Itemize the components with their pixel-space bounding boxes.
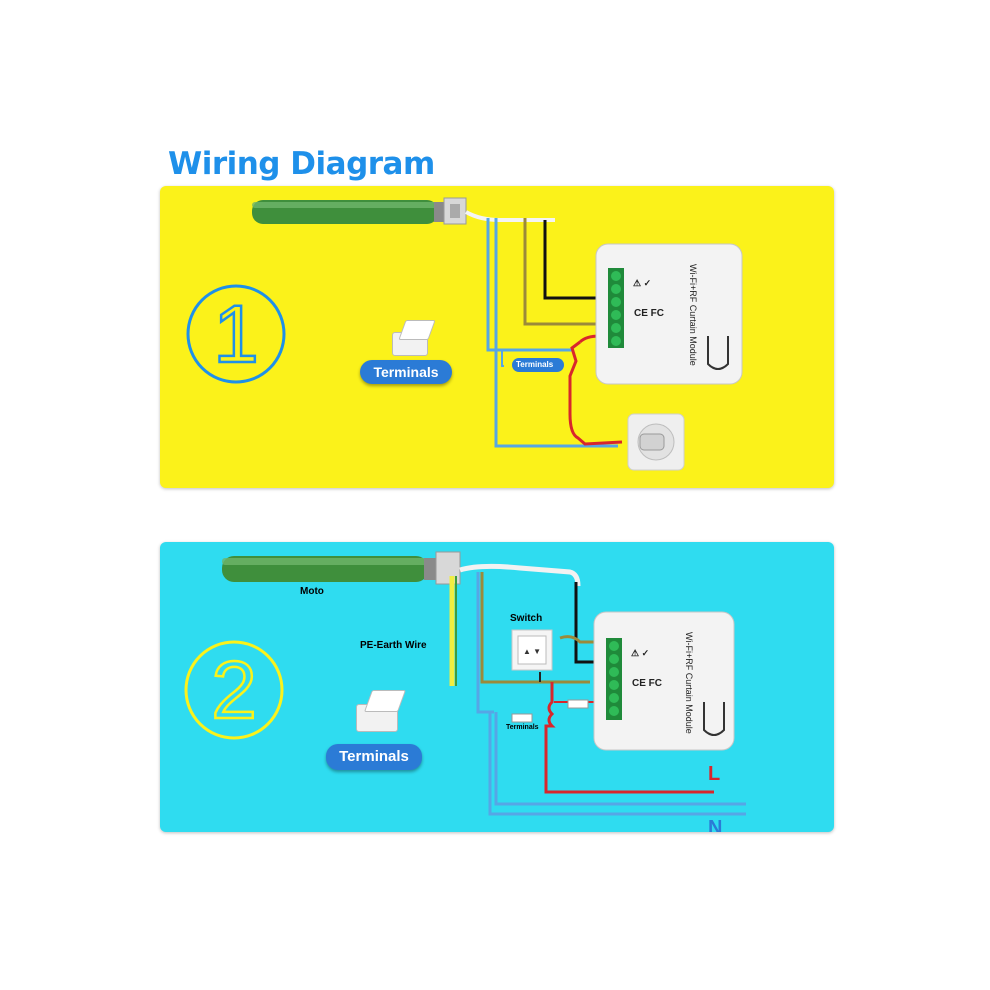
- diagram-title: Wiring Diagram: [168, 146, 435, 182]
- brown-wire: [523, 218, 605, 326]
- wiring-panel-2: 2 ▲ ▼: [160, 542, 834, 832]
- terminals-small-label: Terminals: [516, 360, 554, 369]
- module-label: Wi-Fi+RF Curtain Module: [684, 632, 694, 734]
- terminals-badge-label: Terminals: [373, 364, 439, 380]
- curtain-module: Wi-Fi+RF Curtain Module ⚠ ✓ CE FC: [593, 611, 735, 751]
- curtain-module: Wi-Fi+RF Curtain Module ⚠ ✓ CE FC: [595, 243, 743, 385]
- live-line: [544, 682, 714, 794]
- tubular-motor: [252, 197, 467, 225]
- blue-wire: [486, 218, 572, 352]
- step-number-circle: [186, 284, 286, 384]
- terminal-connector-icon: [356, 690, 407, 732]
- step-number: 2: [211, 645, 257, 736]
- panel-1-drawing: 1 Wi-Fi+RF Curtain Module: [186, 197, 743, 471]
- step-number: 1: [213, 289, 259, 380]
- terminals-badge: Terminals: [360, 360, 452, 384]
- svg-text:⚠ ✓: ⚠ ✓: [633, 278, 651, 288]
- neutral-line: [494, 712, 746, 806]
- svg-text:▲ ▼: ▲ ▼: [523, 647, 541, 656]
- wiring-panel-1: 1 Wi-Fi+RF Curtain Module: [160, 186, 834, 488]
- svg-text:CE FC: CE FC: [634, 308, 664, 319]
- step-number-circle: [184, 640, 284, 740]
- terminal-connector-icon: [392, 320, 436, 356]
- svg-text:⚠ ✓: ⚠ ✓: [631, 648, 649, 658]
- terminals-small-label: Terminals: [506, 724, 539, 731]
- wall-socket: [627, 413, 685, 471]
- live-label: L: [708, 763, 720, 785]
- terminals-badge: Terminals: [326, 744, 422, 770]
- wall-switch: ▲ ▼: [511, 629, 553, 671]
- neutral-label: N: [708, 817, 722, 832]
- red-wire: [568, 340, 623, 446]
- svg-text:CE FC: CE FC: [632, 678, 662, 689]
- panel-2-drawing: 2 ▲ ▼: [184, 551, 746, 832]
- switch-label: Switch: [510, 613, 543, 624]
- black-wire: [543, 220, 605, 300]
- moto-label: Moto: [300, 586, 324, 597]
- tubular-motor: [222, 551, 461, 585]
- terminals-badge-label: Terminals: [339, 748, 409, 765]
- pe-earth-label: PE-Earth Wire: [360, 640, 427, 651]
- module-label: Wi-Fi+RF Curtain Module: [688, 264, 698, 366]
